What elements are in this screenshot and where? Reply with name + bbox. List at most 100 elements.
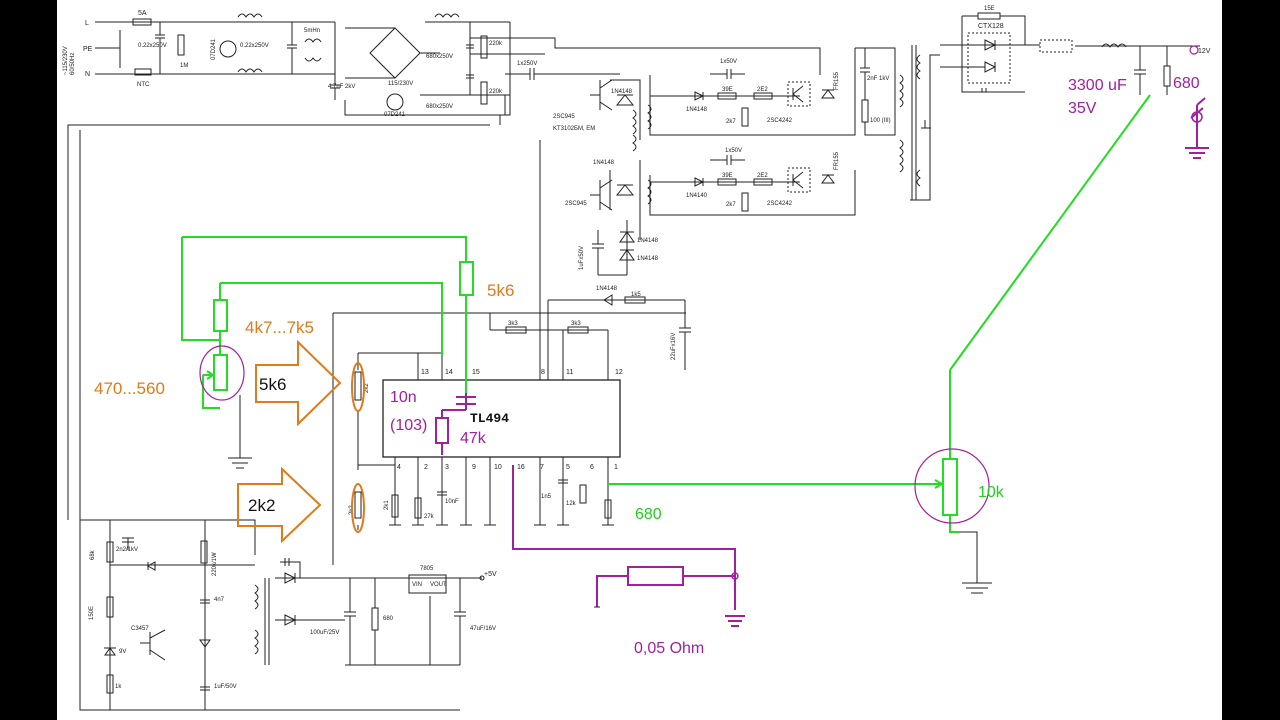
driver-transformer-windings xyxy=(647,104,652,205)
zener-9v xyxy=(104,647,116,656)
r-220k-top xyxy=(480,35,488,59)
diode-pack xyxy=(967,32,1011,84)
c-3300 xyxy=(1134,46,1146,95)
d-top-label: 1N4148 xyxy=(686,107,708,113)
top-pin-wires xyxy=(332,140,686,565)
label-arrow-2k2: 2k2 xyxy=(248,496,275,515)
choke-label: 5mHn xyxy=(304,28,320,34)
power-stage-wires xyxy=(649,48,856,216)
d-driver-a xyxy=(615,94,635,106)
d-top xyxy=(694,91,705,101)
reg-label: 7805 xyxy=(420,566,434,572)
label-pe: PE xyxy=(83,46,93,53)
r-220k-top-label: 220k xyxy=(489,41,503,47)
diode-pack-label: CTX128 xyxy=(978,23,1004,30)
mains-frequency: 60/50Hz xyxy=(70,53,76,75)
shunt-node xyxy=(731,572,739,580)
purple-modifications: 10n (103) 47k 3300 uF 35V 680 0,05 Ohm xyxy=(390,45,1209,657)
pin-11: 11 xyxy=(566,369,573,376)
cap-x1-label: 0.22x250V xyxy=(138,43,167,49)
label-pot-10k: 10k xyxy=(978,484,1005,501)
cap-coupling xyxy=(505,68,620,80)
tl494-body[interactable] xyxy=(382,379,621,458)
green-pot-10k[interactable] xyxy=(942,458,958,516)
r-15e xyxy=(977,12,1001,20)
reg-vout: VOUT xyxy=(430,582,447,588)
c-1uf-standby xyxy=(199,639,211,691)
standby-diodes xyxy=(284,572,297,626)
mains-rails xyxy=(95,21,335,75)
mains-input-section: L PE N ~115/230V 60/50Hz 5A 0.22x250V 1M… xyxy=(63,10,620,118)
pin-4: 4 xyxy=(397,464,401,471)
output-choke xyxy=(1075,43,1200,48)
bridge-wires xyxy=(345,27,440,79)
q-bot-symbol xyxy=(792,171,804,189)
fuse-label: 5A xyxy=(138,10,147,17)
label-arrow-5k6: 5k6 xyxy=(259,375,286,394)
vout-label: 12V xyxy=(1198,48,1211,55)
pin-1: 1 xyxy=(614,464,618,471)
c-10nf xyxy=(437,491,447,496)
r-1k-label: 1k xyxy=(115,684,122,690)
c-snubber xyxy=(860,48,870,100)
r-1k xyxy=(106,674,114,694)
d-driver-e-label: 1N4148 xyxy=(596,286,618,292)
q-c3457 xyxy=(140,629,166,661)
c-47uf-label: 47uF/16V xyxy=(470,626,496,632)
green-feedback-wires xyxy=(608,94,1151,533)
label-3300uf: 3300 uF xyxy=(1068,77,1127,94)
pin-5: 5 xyxy=(566,464,570,471)
bottom-pin-wires xyxy=(358,457,614,526)
c-100uf xyxy=(344,578,356,665)
choke-2 xyxy=(304,38,322,62)
r-2k2-b xyxy=(354,491,362,519)
cap-x3 xyxy=(287,22,297,74)
c-1n5-label: 1n5 xyxy=(541,494,552,500)
r-220k-1w xyxy=(200,540,208,564)
r-2k7-bot xyxy=(741,192,749,212)
r-68k-label: 68k xyxy=(90,549,96,560)
pin-9: 9 xyxy=(472,464,476,471)
r-3k3-b xyxy=(567,326,589,334)
r-220k-bot xyxy=(480,81,488,105)
tl494-label: TL494 xyxy=(470,411,509,426)
bulk-cap-top-label: 680x250V xyxy=(426,54,453,60)
pin-7: 7 xyxy=(540,464,544,471)
label-n: N xyxy=(85,71,90,78)
trimmer-highlight xyxy=(199,345,245,401)
purple-shunt xyxy=(627,566,684,586)
c-22uf xyxy=(679,300,691,370)
cap-y xyxy=(330,22,340,100)
output-wires xyxy=(940,15,1040,93)
orange-annotations: 5k6 4k7...7k5 470...560 5k6 2k2 xyxy=(94,281,514,544)
d-fr-bot-label: FR155 xyxy=(834,151,840,170)
v5-label: +5V xyxy=(484,571,497,578)
c-22uf-label: 22uFx16V xyxy=(671,333,677,360)
label-l: L xyxy=(85,20,89,27)
choke-3 xyxy=(434,13,460,18)
r-1m-label: 1M xyxy=(180,63,188,69)
q-driver-1-alt: KT3102БМ, ЕМ xyxy=(553,126,595,132)
cap-coupling-label: 1x250V xyxy=(517,61,537,67)
q-bot-label: 2SC4242 xyxy=(767,201,793,207)
r-39-bot-label: 39E xyxy=(722,173,733,179)
pin-14: 14 xyxy=(445,369,453,376)
switch-label: 115/230V xyxy=(388,81,413,87)
d-driver-d-label: 1N4148 xyxy=(637,256,659,262)
label-470: 470...560 xyxy=(94,379,165,398)
mains-voltage: ~115/230V xyxy=(63,46,69,75)
varistor-2 xyxy=(386,93,404,111)
reg-vin: VIN xyxy=(412,582,422,588)
r-2k2-a-label: 2k2 xyxy=(364,383,370,393)
driver-section: 2SC945 KT3102БМ, ЕМ 1N4148 2SC945 1N4148… xyxy=(548,79,691,370)
standby-section: 68k 2n2/1kV 220k/1W 150E 4n7 C3457 9V 1k… xyxy=(79,519,497,711)
pin-6: 6 xyxy=(590,464,594,471)
power-stage: 1x50V 1N4148 39E 2E2 2k7 2SC4242 FR155 1… xyxy=(632,47,896,216)
r-27k-label: 27k xyxy=(424,514,435,520)
pin-10: 10 xyxy=(494,464,502,471)
r-2e2-top-label: 2E2 xyxy=(757,87,768,93)
reg-wires xyxy=(345,578,460,666)
pin-15: 15 xyxy=(472,369,480,376)
top-bus-wires xyxy=(67,37,821,520)
cap-x2-label: 0.22x250V xyxy=(240,43,269,49)
